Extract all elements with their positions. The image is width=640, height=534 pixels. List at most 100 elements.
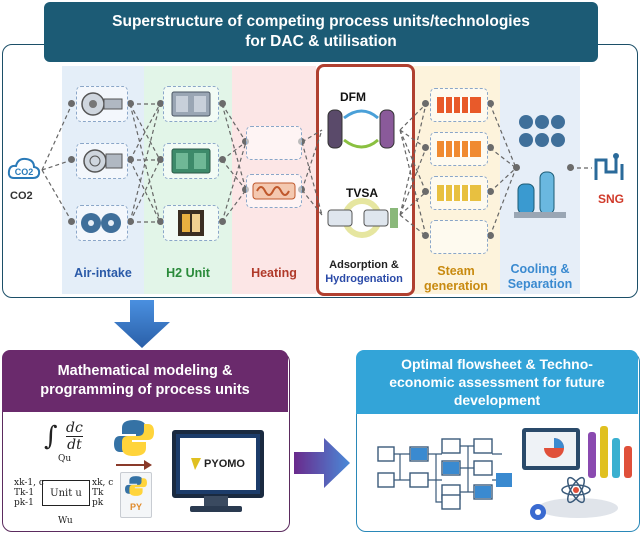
output-p: pk (92, 498, 104, 508)
steam-label-line2: generation (424, 279, 488, 293)
h2-unit-label-text: H2 Unit (166, 266, 210, 280)
node (127, 100, 134, 107)
superstructure-title-line1: Superstructure of competing process unit… (112, 13, 530, 30)
steam-label-line1: Steam (437, 264, 475, 278)
unit-block-diagram: Qu Unit u xk-1, c Tk-1 pk-1 xk, c Tk pk … (14, 450, 114, 530)
w-label: Wu (58, 516, 73, 526)
node (487, 100, 494, 107)
pyomo-label: PYOMO (204, 458, 245, 470)
h2-unit-label: H2 Unit (144, 266, 232, 280)
flowsheet-diagram-icon (377, 438, 512, 510)
input-t: Tk-1 (14, 488, 35, 498)
co2-icon-text: CO2 (15, 167, 34, 177)
adsorption-label: Adsorption & Hydrogenation (316, 258, 412, 286)
node (219, 218, 226, 225)
q-label: Qu (58, 454, 72, 464)
adsorption-label-line1: Adsorption & (329, 259, 399, 271)
steam-unit-3 (430, 176, 488, 210)
h2-unit-3 (163, 205, 219, 241)
analytics-dashboard-icon (522, 426, 632, 520)
air-intake-unit-3 (76, 205, 128, 241)
air-intake-unit-2 (76, 143, 128, 179)
h2-unit-1 (163, 86, 219, 122)
pyomo-mark-icon (191, 458, 202, 470)
monitor-stand (204, 496, 228, 506)
heating-unit-2 (246, 174, 302, 208)
air-intake-unit-1 (76, 86, 128, 122)
node (127, 156, 134, 163)
superstructure-title-banner: Superstructure of competing process unit… (44, 2, 598, 62)
superstructure-title-line2: for DAC & utilisation (245, 33, 397, 50)
cooling-label: Cooling & Separation (500, 262, 580, 292)
dfm-label: DFM (340, 90, 366, 104)
assessment-title-banner: Optimal flowsheet & Techno- economic ass… (356, 350, 638, 414)
integral-equation: ∫ dc dt (44, 420, 83, 453)
node (68, 218, 75, 225)
node (219, 156, 226, 163)
integral-sign-icon: ∫ (44, 421, 58, 452)
node (68, 156, 75, 163)
modeling-title-banner: Mathematical modeling & programming of p… (2, 350, 288, 412)
node (513, 164, 520, 171)
monitor-base (190, 506, 242, 512)
python-mini-icon (125, 476, 147, 496)
cooling-label-line2: Separation (507, 277, 573, 291)
assessment-title-line1: Optimal flowsheet & Techno- (401, 356, 593, 372)
superstructure-connections (41, 103, 592, 237)
electrolyzer-icon (171, 91, 211, 117)
monitor-screen: PYOMO (180, 438, 256, 490)
down-arrow-icon (114, 300, 170, 348)
py-file-icon: PY (120, 472, 152, 518)
cooling-label-line1: Cooling & (510, 262, 570, 276)
h2-unit-2 (163, 143, 219, 179)
node (242, 138, 249, 145)
unit-label: Unit u (50, 487, 82, 499)
fan-icon (81, 213, 121, 233)
node (422, 232, 429, 239)
adsorption-label-line2: Hydrogenation (325, 273, 403, 285)
cooling-fans-icon (519, 115, 565, 147)
sng-pipes-icon (594, 153, 624, 180)
steam-unit-2 (430, 132, 488, 166)
node (157, 100, 164, 107)
separator-vessel-icon (514, 171, 566, 218)
heating-label: Heating (251, 266, 297, 280)
tvsa-label: TVSA (346, 186, 379, 200)
modeling-title-line1: Mathematical modeling & (57, 363, 233, 379)
input-x: xk-1, c (14, 478, 44, 488)
node (487, 144, 494, 151)
monitor: PYOMO (172, 430, 264, 498)
input-p: pk-1 (14, 498, 34, 508)
fraction-denominator: dt (67, 437, 82, 453)
node (127, 218, 134, 225)
unit-box: Unit u (42, 480, 90, 506)
output-x: xk, c (92, 478, 114, 488)
node (567, 164, 574, 171)
py-label: PY (129, 502, 142, 512)
sng-label: SNG (598, 192, 625, 206)
node (219, 100, 226, 107)
input-variables: xk-1, c Tk-1 pk-1 (14, 478, 44, 508)
right-arrow-icon (294, 438, 350, 488)
electrolyzer-green-icon (171, 148, 211, 174)
node (242, 186, 249, 193)
heater-coil-icon (252, 182, 296, 200)
heating-unit-1 (246, 126, 302, 160)
fraction: dc dt (66, 420, 83, 453)
boiler-icon (437, 97, 481, 113)
turbine-icon (81, 92, 123, 116)
node (487, 188, 494, 195)
python-logo-icon (114, 420, 154, 456)
node (157, 156, 164, 163)
column-adsorption (316, 66, 412, 294)
air-intake-label: Air-intake (74, 266, 132, 280)
node (422, 144, 429, 151)
node (422, 188, 429, 195)
steam-unit-1 (430, 88, 488, 122)
co2-cloud-icon: CO2 (7, 157, 41, 179)
boiler-orange-icon (437, 141, 481, 157)
steam-unit-4 (430, 220, 488, 254)
compressor-icon (83, 149, 123, 173)
node (422, 100, 429, 107)
co2-label: CO2 (10, 190, 33, 202)
